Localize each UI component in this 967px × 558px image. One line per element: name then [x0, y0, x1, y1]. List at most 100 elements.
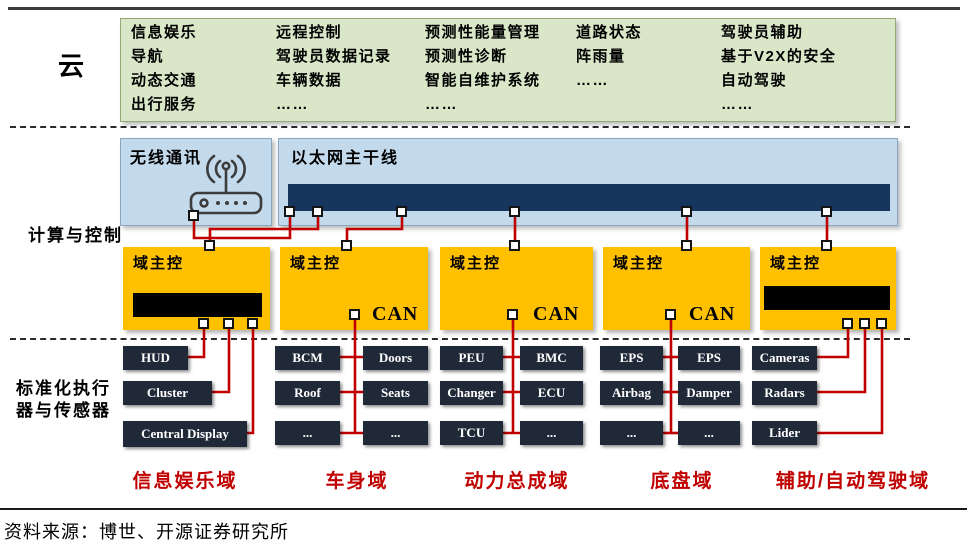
device-seats: Seats [363, 381, 428, 405]
layer-label-compute: 计算与控制 [28, 226, 123, 245]
device-cameras: Cameras [752, 346, 817, 370]
domain-controller-label: 域主控 [290, 255, 342, 272]
device-body-more: ... [363, 421, 428, 445]
cloud-service: 预测性诊断 [425, 48, 508, 65]
cloud-service: 智能自维护系统 [425, 72, 541, 89]
device-eps: EPS [678, 346, 740, 370]
device-changer: Changer [440, 381, 503, 405]
cloud-service: 车辆数据 [276, 72, 343, 89]
cloud-col-4: 道路状态 阵雨量 …… [576, 21, 642, 93]
source-note: 资料来源：博世、开源证券研究所 [4, 522, 289, 542]
cloud-services-box: 信息娱乐 导航 动态交通 出行服务 远程控制 驾驶员数据记录 车辆数据 …… 预… [120, 18, 896, 122]
device-radars: Radars [752, 381, 817, 405]
connector-node [681, 240, 692, 251]
device-damper: Damper [678, 381, 740, 405]
device-doors: Doors [363, 346, 428, 370]
cloud-service: …… [276, 96, 309, 113]
connector-node [681, 206, 692, 217]
cloud-service: 自动驾驶 [721, 72, 788, 89]
cloud-service: 出行服务 [131, 96, 198, 113]
connector-node [284, 206, 295, 217]
domain-controller-label: 域主控 [450, 255, 502, 272]
domain-label-adas: 辅助/自动驾驶域 [775, 471, 931, 492]
device-hud: HUD [123, 346, 188, 370]
wire-domain5-radars [817, 324, 867, 394]
cloud-service: 道路状态 [576, 24, 643, 41]
connector-node [198, 318, 209, 329]
connector-node [876, 318, 887, 329]
connector-node [821, 206, 832, 217]
cloud-service: 驾驶员辅助 [721, 24, 804, 41]
ethernet-backbone-bar [288, 184, 890, 211]
cloud-service: 导航 [131, 48, 165, 65]
cloud-service: 动态交通 [131, 72, 198, 89]
connector-node [665, 309, 676, 320]
wireless-comms-box: 无线通讯 [120, 138, 272, 226]
wireless-comms-label: 无线通讯 [130, 150, 203, 167]
wire-domain5-lider [817, 324, 884, 435]
layer-label-actuators-line1: 标准化执行 [16, 379, 111, 398]
cloud-col-5: 驾驶员辅助 基于V2X的安全 自动驾驶 …… [721, 21, 836, 117]
connector-node [396, 206, 407, 217]
device-roof: Roof [275, 381, 340, 405]
device-central-display: Central Display [123, 421, 247, 447]
connector-node [349, 309, 360, 320]
wifi-router-icon [189, 154, 263, 215]
bottom-rule [0, 508, 967, 510]
layer-label-cloud: 云 [58, 51, 87, 81]
connector-node [859, 318, 870, 329]
device-chassis-more: ... [678, 421, 740, 445]
cloud-service: …… [721, 96, 754, 113]
device-airbag: Airbag [600, 381, 663, 405]
cloud-col-3: 预测性能量管理 预测性诊断 智能自维护系统 …… [425, 21, 541, 117]
cloud-service: 驾驶员数据记录 [276, 48, 392, 65]
device-peu: PEU [440, 346, 503, 370]
connector-node [188, 210, 199, 221]
domain-label-powertrain: 动力总成域 [464, 471, 570, 492]
connector-node [507, 309, 518, 320]
display-bar [764, 286, 890, 310]
device-ecu: ECU [520, 381, 583, 405]
connector-node [247, 318, 258, 329]
connector-node [223, 318, 234, 329]
device-cluster: Cluster [123, 381, 212, 405]
connector-node [341, 240, 352, 251]
can-bus-label: CAN [689, 303, 736, 325]
wire-domain1-cluster [212, 324, 231, 394]
display-bar [133, 293, 262, 317]
wire-domain1-central-display [247, 324, 255, 435]
can-bus-label: CAN [372, 303, 419, 325]
device-lider: Lider [752, 421, 817, 445]
domain-controller-label: 域主控 [613, 255, 665, 272]
domain-controller-chassis: 域主控 [603, 247, 750, 330]
device-powertrain-more: ... [520, 421, 583, 445]
cloud-service: 远程控制 [276, 24, 343, 41]
domain-label-chassis: 底盘域 [650, 471, 714, 492]
layer-label-actuators-line2: 器与传感器 [16, 401, 111, 420]
connector-node [509, 240, 520, 251]
connector-node [821, 240, 832, 251]
cloud-service: 预测性能量管理 [425, 24, 541, 41]
device-bmc: BMC [520, 346, 583, 370]
cloud-service: 阵雨量 [576, 48, 626, 65]
device-eps: EPS [600, 346, 663, 370]
dashed-separator-compute-actuators [10, 338, 910, 340]
domain-controller-label: 域主控 [770, 255, 822, 272]
ethernet-backbone-label: 以太网主干线 [291, 150, 400, 167]
domain-controller-label: 域主控 [133, 255, 185, 272]
connector-node [312, 206, 323, 217]
connector-node [509, 206, 520, 217]
cloud-service: …… [425, 96, 458, 113]
domain-controller-adas: 域主控 [760, 247, 896, 330]
connector-node [842, 318, 853, 329]
device-tcu: TCU [440, 421, 503, 445]
cloud-col-2: 远程控制 驾驶员数据记录 车辆数据 …… [276, 21, 392, 117]
cloud-service: 基于V2X的安全 [721, 48, 837, 65]
cloud-col-1: 信息娱乐 导航 动态交通 出行服务 [131, 21, 197, 117]
dashed-separator-cloud-compute [10, 126, 910, 128]
connector-node [204, 240, 215, 251]
device-chassis-more: ... [600, 421, 663, 445]
cloud-service: …… [576, 72, 609, 89]
device-bcm: BCM [275, 346, 340, 370]
